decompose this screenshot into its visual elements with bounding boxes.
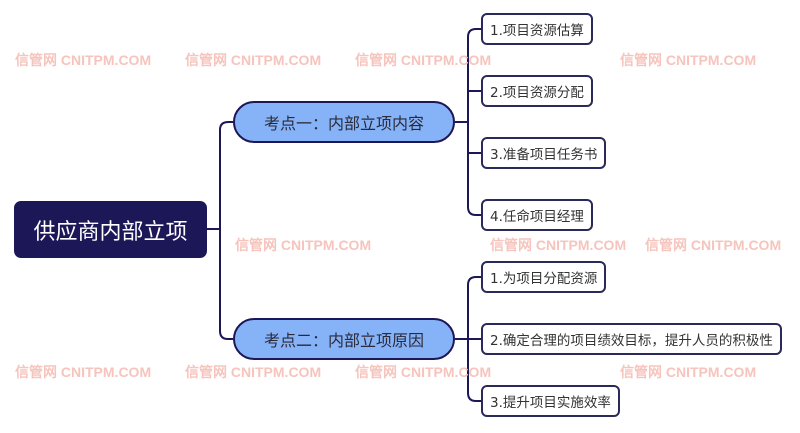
- leaf-node[interactable]: 3.准备项目任务书: [481, 137, 607, 169]
- leaf-node[interactable]: 2.确定合理的项目绩效目标，提升人员的积极性: [481, 323, 782, 355]
- branch-spine: [219, 121, 233, 340]
- watermark-text: 信管网 CNITPM.COM: [355, 364, 492, 380]
- watermark-text: 信管网 CNITPM.COM: [15, 364, 152, 380]
- leaf-node[interactable]: 1.项目资源估算: [481, 13, 593, 45]
- leaf-node[interactable]: 2.项目资源分配: [481, 75, 593, 107]
- leaf-node[interactable]: 1.为项目分配资源: [481, 261, 607, 293]
- watermark-text: 信管网 CNITPM.COM: [235, 237, 372, 253]
- leaf-node[interactable]: 3.提升项目实施效率: [481, 385, 620, 417]
- leaf-node[interactable]: 4.任命项目经理: [481, 199, 593, 231]
- watermark-text: 信管网 CNITPM.COM: [355, 52, 492, 68]
- watermark-text: 信管网 CNITPM.COM: [490, 237, 627, 253]
- branch1-spine: [467, 28, 481, 216]
- root-node[interactable]: 供应商内部立项: [14, 201, 207, 258]
- branch-node-reason[interactable]: 考点二：内部立项原因: [233, 318, 455, 360]
- watermark-text: 信管网 CNITPM.COM: [620, 52, 757, 68]
- watermark-text: 信管网 CNITPM.COM: [620, 364, 757, 380]
- watermark-text: 信管网 CNITPM.COM: [15, 52, 152, 68]
- watermark-text: 信管网 CNITPM.COM: [185, 52, 322, 68]
- watermark-text: 信管网 CNITPM.COM: [645, 237, 782, 253]
- watermark-text: 信管网 CNITPM.COM: [185, 364, 322, 380]
- branch-node-content[interactable]: 考点一：内部立项内容: [233, 101, 455, 143]
